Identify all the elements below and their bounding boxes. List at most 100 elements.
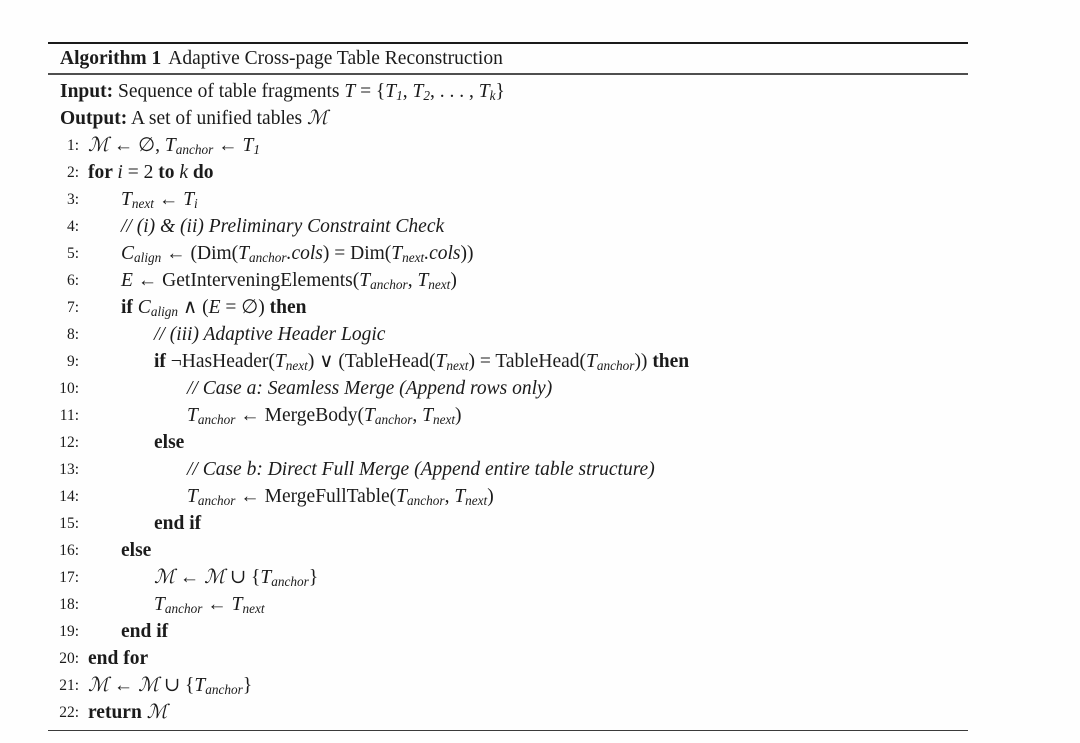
math-variable: T: [417, 269, 429, 291]
math-roman: )): [634, 350, 653, 372]
top-rule: [48, 42, 968, 45]
math-roman: ): [487, 485, 494, 507]
algorithm-line: 22:return ℳ: [48, 699, 968, 726]
keyword-text: do: [188, 161, 214, 183]
math-variable: T: [187, 404, 198, 426]
line-content: Tnext ← Ti: [88, 186, 198, 213]
script-letter: ℳ: [88, 674, 109, 696]
math-variable: T: [194, 674, 206, 696]
math-subscript: next: [428, 276, 451, 292]
plain-text: A set of unified tables: [127, 107, 307, 129]
algorithm-line: 8: // (iii) Adaptive Header Logic: [48, 321, 968, 348]
math-roman: )): [460, 242, 474, 264]
math-subscript: next: [131, 195, 154, 211]
math-roman: ∪ {: [158, 674, 195, 696]
keyword-text: else: [154, 431, 185, 453]
math-subscript: k: [489, 87, 496, 103]
line-content: else: [88, 429, 184, 456]
algorithm-line: 7:if Calign ∧ (E = ∅) then: [48, 294, 968, 321]
math-subscript: next: [402, 249, 425, 265]
math-roman: ): [455, 404, 462, 426]
math-subscript: next: [465, 492, 488, 508]
math-roman: }: [308, 566, 319, 588]
math-subscript: align: [150, 303, 179, 319]
line-content: // (iii) Adaptive Header Logic: [88, 321, 385, 348]
math-variable: T: [164, 134, 176, 156]
comment-text: // Case b: Direct Full Merge (Append ent…: [187, 458, 655, 480]
math-subscript: anchor: [370, 276, 408, 292]
math-roman: ∧ (: [178, 296, 209, 318]
input-line: Input: Sequence of table fragments T = {…: [48, 78, 968, 105]
math-roman: ∪ {: [224, 566, 261, 588]
math-subscript: next: [285, 357, 308, 373]
line-number: 8:: [66, 325, 79, 343]
math-variable: T: [435, 350, 447, 372]
math-subscript: anchor: [407, 492, 445, 508]
line-number: 1:: [66, 136, 79, 154]
line-content: if Calign ∧ (E = ∅) then: [88, 294, 306, 321]
keyword-text: else: [121, 539, 152, 561]
math-roman: ←: [213, 134, 243, 156]
math-variable: T: [396, 485, 408, 507]
comment-text: // Case a: Seamless Merge (Append rows o…: [187, 377, 553, 399]
math-variable: T: [391, 242, 403, 264]
math-subscript: anchor: [374, 411, 413, 427]
algorithm-line: 9:if ¬HasHeader(Tnext) ∨ (TableHead(Tnex…: [48, 348, 968, 375]
algorithm-line: 18:Tanchor ← Tnext: [48, 591, 968, 618]
script-letter: ℳ: [307, 107, 328, 129]
math-roman: ← MergeBody(: [235, 404, 364, 426]
math-roman: ,: [407, 269, 418, 291]
keyword-text: return: [88, 701, 147, 723]
line-number: 16:: [59, 541, 79, 559]
math-variable: C: [137, 296, 151, 318]
line-number: 20:: [59, 649, 79, 667]
algorithm-caption: Algorithm 1 Adaptive Cross-page Table Re…: [48, 44, 968, 73]
math-variable: k: [179, 161, 188, 183]
algorithm-line: 4:// (i) & (ii) Preliminary Constraint C…: [48, 213, 968, 240]
script-letter: ℳ: [146, 701, 168, 723]
math-subscript: anchor: [197, 411, 236, 427]
line-content: Tanchor ← MergeFullTable(Tanchor, Tnext): [88, 483, 494, 510]
algorithm-block: Algorithm 1 Adaptive Cross-page Table Re…: [48, 42, 968, 732]
math-variable: T: [183, 188, 195, 210]
math-subscript: anchor: [175, 141, 214, 157]
line-content: // (i) & (ii) Preliminary Constraint Che…: [88, 213, 444, 240]
math-subscript: i: [194, 195, 198, 211]
math-roman: , . . . ,: [430, 80, 479, 102]
line-number: 13:: [59, 460, 79, 478]
math-variable: T: [187, 485, 198, 507]
math-subscript: next: [446, 357, 469, 373]
line-number: 2:: [66, 163, 79, 181]
algorithm-line: 14:Tanchor ← MergeFullTable(Tanchor, Tne…: [48, 483, 968, 510]
math-subscript: next: [432, 411, 456, 427]
line-content: // Case b: Direct Full Merge (Append ent…: [88, 456, 655, 483]
line-content: end if: [88, 510, 201, 537]
algorithm-line: 13: // Case b: Direct Full Merge (Append …: [48, 456, 968, 483]
script-letter: ℳ: [154, 566, 175, 588]
math-variable: E: [121, 269, 133, 291]
algorithm-line: 6:E ← GetInterveningElements(Tanchor, Tn…: [48, 267, 968, 294]
keyword-text: end if: [154, 512, 202, 534]
math-roman: ) = TableHead(: [468, 350, 587, 372]
algorithm-line: 21:ℳ ← ℳ ∪ {Tanchor}: [48, 672, 968, 699]
math-subscript: 2: [423, 87, 431, 103]
keyword-text: for: [88, 161, 118, 183]
script-letter: ℳ: [204, 566, 225, 588]
math-roman: ← ∅,: [108, 134, 165, 156]
math-variable: T: [586, 350, 597, 372]
line-content: ℳ ← ∅, Tanchor ← T1: [88, 132, 260, 159]
line-content: else: [88, 537, 151, 564]
keyword-text: to: [158, 161, 180, 183]
line-number: 10:: [59, 379, 79, 397]
script-letter: T: [344, 80, 356, 102]
math-subscript: anchor: [596, 357, 635, 373]
math-variable: T: [359, 269, 371, 291]
algorithm-line: 3:Tnext ← Ti: [48, 186, 968, 213]
line-number: 5:: [66, 244, 79, 262]
line-content: Tanchor ← MergeBody(Tanchor, Tnext): [88, 402, 462, 429]
line-number: 11:: [59, 406, 79, 424]
math-variable: T: [385, 80, 397, 102]
math-roman: ): [450, 269, 457, 291]
math-subscript: align: [134, 249, 162, 265]
